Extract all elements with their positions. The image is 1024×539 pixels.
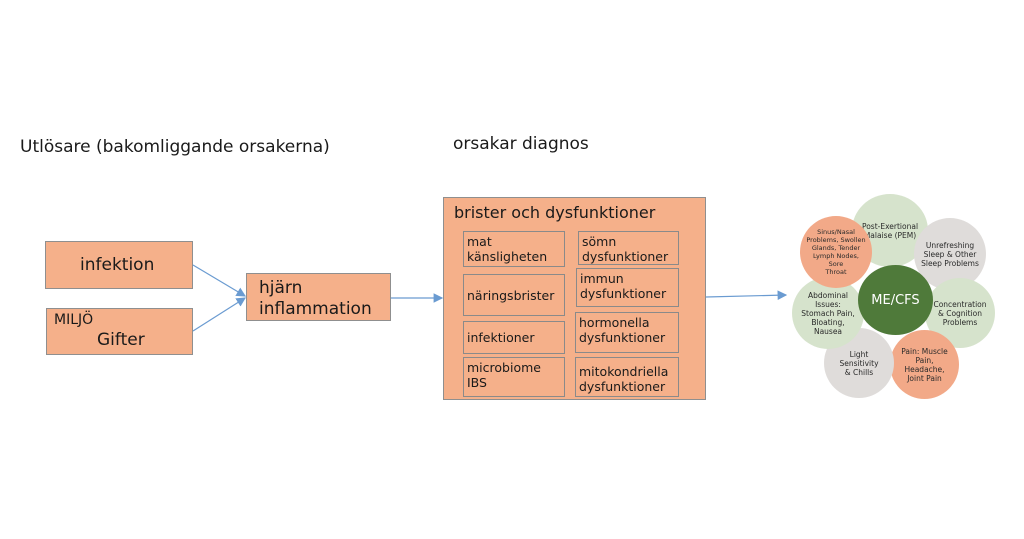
arrow-gifter-hjarn — [192, 297, 247, 332]
symptom-light: Light Sensitivity & Chills — [824, 328, 894, 398]
cell-hormonella: hormonella dysfunktioner — [575, 312, 679, 353]
miljo-gifter-box: MILJÖ Gifter — [46, 308, 193, 355]
triggers-header: Utlösare (bakomliggande orsakerna) — [20, 137, 330, 157]
arrow-panel-mecfs — [705, 290, 788, 301]
deficiencies-panel: brister och dysfunktioner mat känslighet… — [443, 197, 706, 400]
cell-somn: sömn dysfunktioner — [578, 231, 679, 265]
symptom-sinus: Sinus/Nasal Problems, Swollen Glands, Te… — [800, 216, 872, 288]
cell-naringsbrister: näringsbrister — [463, 274, 565, 316]
symptom-cognition: Concentration & Cognition Problems — [925, 278, 995, 348]
panel-title: brister och dysfunktioner — [454, 203, 656, 222]
cell-mitokondriella: mitokondriella dysfunktioner — [575, 357, 679, 397]
hjarn-inflammation-box: hjärn inflammation — [246, 273, 391, 321]
symptom-abdominal: Abdominal Issues: Stomach Pain, Bloating… — [792, 277, 864, 349]
cell-mat: mat känsligheten — [463, 231, 565, 267]
arrow-infektion-hjarn — [192, 264, 247, 297]
cell-immun: immun dysfunktioner — [576, 268, 679, 307]
symptom-pain: Pain: Muscle Pain, Headache, Joint Pain — [890, 330, 959, 399]
symptom-sleep: Unrefreshing Sleep & Other Sleep Problem… — [914, 218, 986, 290]
cell-microbiome: microbiome IBS — [463, 357, 565, 397]
gifter-label: Gifter — [97, 330, 145, 350]
infektion-label: infektion — [80, 255, 155, 275]
cell-infektioner: infektioner — [463, 321, 565, 354]
infektion-box: infektion — [45, 241, 193, 289]
causes-header: orsakar diagnos — [453, 134, 589, 154]
hjarn-inflammation-label: hjärn inflammation — [259, 278, 372, 319]
miljo-label: MILJÖ — [54, 312, 94, 328]
mecfs-center: ME/CFS — [858, 265, 933, 335]
